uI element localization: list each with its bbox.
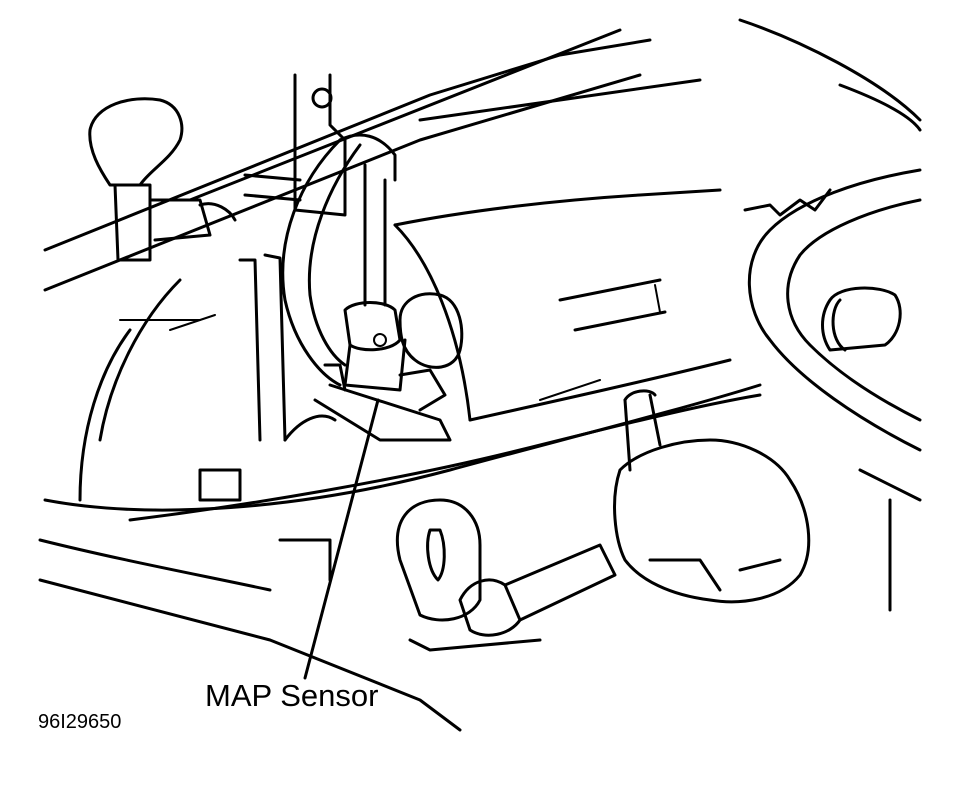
right-fuel-rail [743,168,922,452]
left-elbow-fitting [88,97,237,262]
intake-manifold-outline [43,18,922,292]
frame-edges [78,278,922,612]
callout-leader-line [303,398,380,680]
lower-hose-clamp [395,498,617,652]
vacuum-hose [281,133,397,387]
figure-id: 96I29650 [38,711,122,733]
map-sensor [313,301,452,442]
reservoir-cap [613,389,811,604]
plenum-body [393,188,732,422]
map-sensor-label: MAP Sensor [205,678,379,713]
bracket [243,73,347,217]
coolant-pipes [38,383,762,732]
lower-left-fittings [119,253,601,582]
